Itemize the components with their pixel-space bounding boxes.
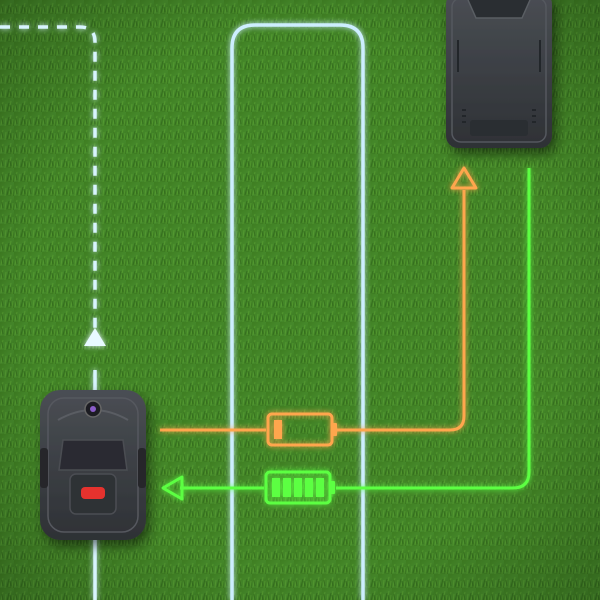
arrow-left-icon xyxy=(161,475,184,501)
robot-mower-icon xyxy=(40,390,146,540)
arrow-up-icon xyxy=(450,166,478,190)
stop-button xyxy=(81,487,105,499)
boundary-wire-loop xyxy=(230,23,365,600)
charging-station-icon xyxy=(446,0,552,148)
full-battery-path xyxy=(161,168,531,501)
arrow-up-icon xyxy=(84,328,106,346)
low-battery-path xyxy=(160,166,478,432)
battery-low-icon xyxy=(266,412,337,447)
battery-full-icon xyxy=(264,470,335,505)
